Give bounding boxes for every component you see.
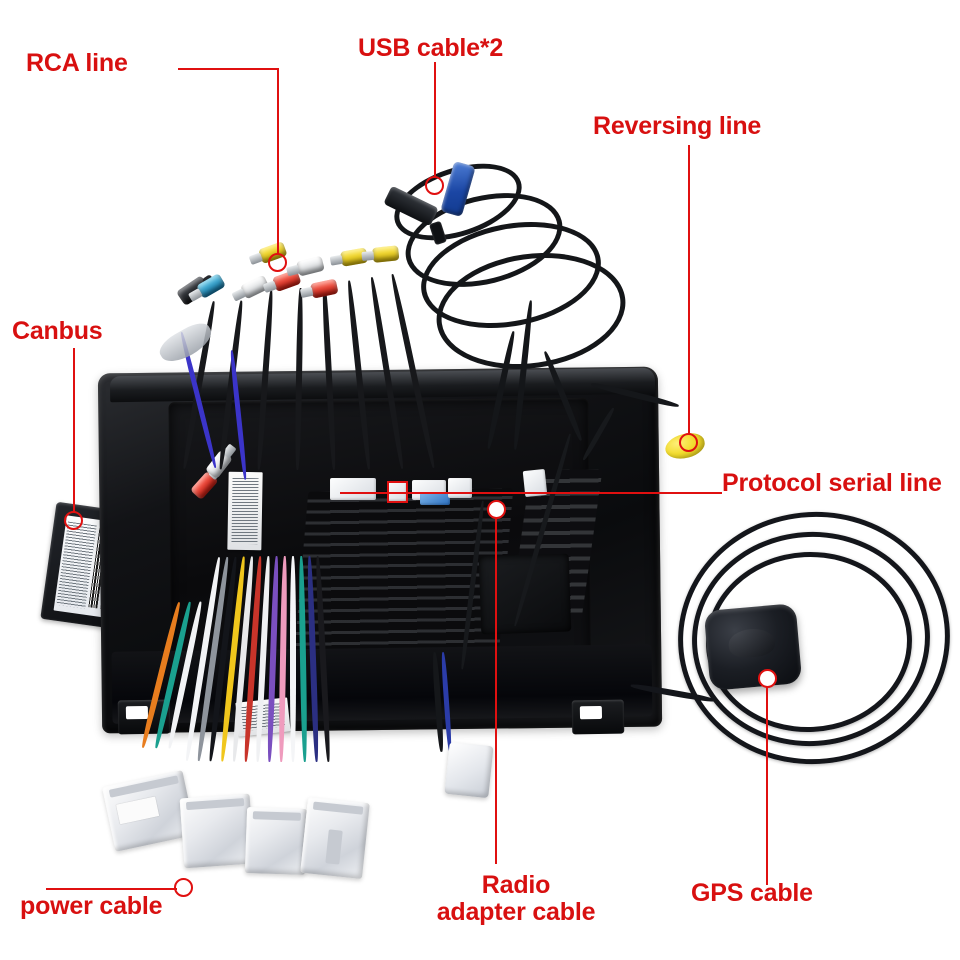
mount-foot-right <box>571 699 625 735</box>
marker-usb-cable <box>425 176 444 195</box>
power-connector-3 <box>244 806 308 876</box>
callout-label-gps-cable: GPS cable <box>691 879 813 907</box>
callout-label-usb-cable: USB cable*2 <box>358 34 504 62</box>
callout-label-power-cable: power cable <box>20 892 163 920</box>
gps-logo-emboss <box>727 627 776 660</box>
callout-label-radio-adapter-cable: Radio adapter cable <box>436 871 596 926</box>
board-connector-d <box>448 478 472 498</box>
leader-gps-cable-upper <box>766 686 768 858</box>
harness-paper-label <box>227 471 263 551</box>
radio-adapter-connector <box>444 741 494 799</box>
leader-rca-line-horizontal <box>178 68 278 70</box>
leader-protocol-serial-line-horizontal <box>340 492 722 494</box>
power-connector-4 <box>300 796 370 880</box>
board-connector-b <box>387 481 407 501</box>
leader-usb-cable-vertical <box>434 62 436 176</box>
leader-rca-line-vertical <box>277 68 279 254</box>
leader-canbus-vertical <box>73 348 75 512</box>
power-connector-2 <box>179 793 255 869</box>
leader-gps-cable-vertical <box>766 855 768 885</box>
marker-power-cable <box>174 878 193 897</box>
marker-rca-line <box>268 253 287 272</box>
callout-label-rca-line: RCA line <box>26 49 128 77</box>
callout-label-protocol-serial-line: Protocol serial line <box>722 469 942 497</box>
leader-radio-adapter-cable-vertical <box>495 516 497 864</box>
marker-canbus <box>64 511 83 530</box>
marker-radio-adapter-cable <box>487 500 506 519</box>
marker-reversing-line <box>679 433 698 452</box>
callout-label-reversing-line: Reversing line <box>593 112 762 140</box>
board-connector-blue <box>420 493 450 505</box>
callout-label-canbus: Canbus <box>12 317 103 345</box>
marker-protocol-serial-line <box>387 481 408 503</box>
leader-reversing-line-vertical <box>688 145 690 434</box>
board-connector-a <box>330 478 376 500</box>
leader-power-cable-horizontal <box>46 888 177 890</box>
gps-antenna-puck <box>703 603 803 691</box>
